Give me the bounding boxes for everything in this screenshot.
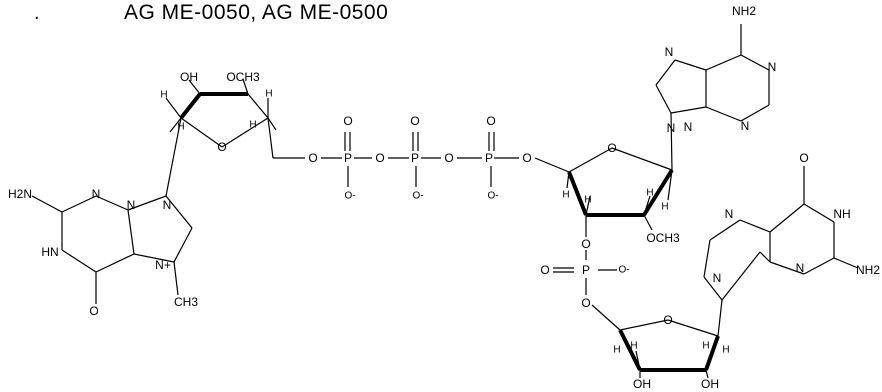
label-h-bot-1: H [613, 345, 620, 356]
label-p-3: P [485, 151, 493, 165]
label-o-link-4: O [522, 151, 531, 165]
label-h-left-1: H [160, 90, 167, 101]
label-n-plus: N+ [155, 258, 171, 272]
label-o-dbl-3: O [486, 114, 495, 128]
leading-dot: . [34, 2, 40, 24]
label-n-top-4: N [741, 119, 750, 133]
label-n-top-5: N [667, 121, 676, 135]
bonds [31, 24, 859, 379]
label-h-mid-3: H [584, 195, 591, 206]
label-n-left-3: N [163, 198, 172, 212]
label-h-mid-1: H [562, 190, 569, 201]
label-o-ring-left: O [217, 140, 226, 154]
label-oh-bot-2: OH [701, 377, 719, 391]
product-codes-title: AG ME-0050, AG ME-0500 [124, 1, 389, 24]
atom-labels: NH2 N N N N N OH OCH3 H H H H O O P O P … [8, 4, 880, 391]
label-o-mid-low: O [581, 296, 590, 310]
label-o-ring-mid: O [607, 141, 616, 155]
label-o-mid-p-dbl: O [540, 263, 549, 277]
label-o-dbl-2: O [410, 114, 419, 128]
label-n-left-2: N [127, 198, 136, 212]
label-h-mid-4: H [646, 188, 653, 199]
label-p-2: P [411, 151, 419, 165]
label-h-left-2: H [265, 89, 272, 100]
label-h-mid-2: H [661, 202, 668, 213]
label-oh-left: OH [180, 70, 198, 84]
label-o-ring-bottom: O [663, 313, 672, 327]
label-n-left-1: N [92, 187, 101, 201]
label-o-neg-3: O- [487, 191, 498, 202]
label-o-left-bottom: O [89, 304, 98, 318]
label-n-top-2: N [768, 60, 777, 74]
label-nh2-right: NH2 [856, 263, 880, 277]
label-n-right-3: N [796, 261, 805, 275]
label-nh-right: NH [833, 207, 850, 221]
label-h-bot-2: H [722, 345, 729, 356]
label-ch3-left: CH3 [174, 295, 198, 309]
label-n-right-2: N [713, 271, 722, 285]
label-o-mid-neg: O- [618, 265, 629, 276]
label-h-bot-3: H [630, 341, 637, 352]
label-och3-left: OCH3 [226, 70, 260, 84]
label-o-link-3: O [444, 151, 453, 165]
label-o-link-1: O [308, 151, 317, 165]
label-o-link-2: O [375, 151, 384, 165]
label-h-left-4: H [249, 120, 256, 131]
label-o-mid-3p: O [581, 237, 590, 251]
label-n-top-3: N [684, 120, 693, 134]
label-p-mid: P [582, 263, 590, 277]
label-n-top-1: N [665, 45, 674, 59]
label-h-bot-4: H [702, 341, 709, 352]
label-nh2-top: NH2 [732, 4, 756, 18]
label-o-neg-2: O- [412, 191, 423, 202]
label-oh-bot-1: OH [633, 377, 651, 391]
title-row: . AG ME-0050, AG ME-0500 [0, 0, 882, 32]
label-h2n-left: H2N [8, 187, 32, 201]
label-n-right-1: N [725, 207, 734, 221]
label-p-1: P [344, 151, 352, 165]
label-och3-mid: OCH3 [646, 231, 680, 245]
label-hn-left: HN [41, 245, 58, 259]
label-o-right-top: O [799, 151, 808, 165]
label-o-neg-1: O- [344, 191, 355, 202]
label-h-left-3: H [177, 122, 184, 133]
label-o-dbl-1: O [343, 114, 352, 128]
